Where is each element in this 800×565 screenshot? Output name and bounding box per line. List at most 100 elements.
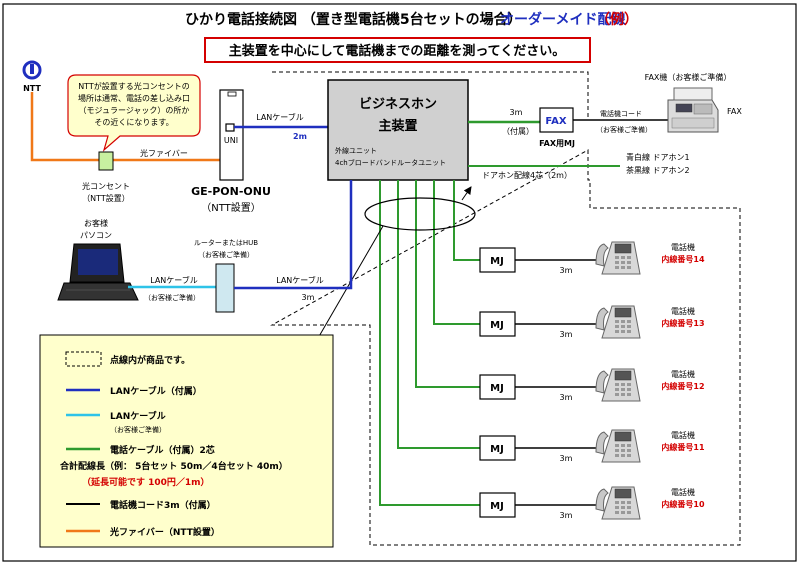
legend-total-length: 合計配線長（例： 5台セット 50m／4台セット 40m） — [60, 460, 288, 472]
phone-extension: 内線番号13 — [661, 318, 704, 328]
phone-rows: MJ3m電話機内線番号14MJ3m電話機内線番号13MJ3m電話機内線番号12M… — [479, 241, 705, 520]
phone-extension: 内線番号11 — [661, 442, 705, 452]
mj-box — [479, 374, 516, 400]
callout-line-3: （モジュラージャック）の所か — [79, 105, 190, 115]
callout-line-4: その近くになります。 — [94, 117, 173, 127]
phone-name: 電話機 — [671, 487, 695, 497]
mj-label: MJ — [490, 383, 504, 394]
onu-device: UNI GE-PON-ONU （NTT設置） — [191, 89, 271, 214]
pc-label-1: お客様 — [84, 218, 108, 228]
lan-router-label: LANケーブル — [276, 275, 324, 285]
router-hub-box — [215, 263, 235, 313]
phone-cord-length: 3m — [560, 393, 573, 402]
legend-dotted: 点線内が商品です。 — [110, 354, 190, 366]
mj-label: MJ — [490, 444, 504, 455]
outlet-callout: NTTが設置する光コンセントの 場所は通常、電話の差し込み口 （モジュラージャッ… — [67, 74, 201, 152]
ntt-label: NTT — [23, 84, 41, 93]
phone-name: 電話機 — [671, 242, 695, 252]
main-unit-sub-2: 4chブロードバンドルータユニット — [335, 158, 446, 167]
fax-cord-owner: （お客様ご準備） — [596, 125, 652, 134]
mj-box — [479, 247, 516, 273]
phone-cord-length: 3m — [560, 511, 573, 520]
cable-bundle-ellipse — [364, 197, 476, 231]
router-label-2: （お客様ご準備） — [198, 250, 254, 259]
legend-lan-customer-owner: （お客様ご準備） — [110, 425, 166, 434]
title-paren: （例） — [596, 11, 638, 28]
ntt-logo-icon — [22, 60, 42, 80]
telephone-icon — [595, 486, 641, 520]
fax-machine-label: FAX機（お客様ご準備） — [645, 72, 732, 82]
onu-port-label: UNI — [224, 136, 238, 145]
fax-mj-label: FAX用MJ — [539, 139, 575, 148]
title-sub: オーダーメイド配線 — [500, 11, 625, 28]
lan-cable-router — [234, 180, 353, 290]
fiber-line-ntt — [30, 92, 100, 162]
callout-line-1: NTTが設置する光コンセントの — [78, 81, 190, 91]
phone-extension: 内線番号12 — [661, 381, 704, 391]
phone-name: 電話機 — [671, 369, 695, 379]
phone-cord-length: 3m — [560, 454, 573, 463]
optical-outlet — [98, 151, 114, 171]
fax-attached: （付属） — [502, 126, 534, 136]
doorphone-line-2: 茶黒線 ドアホン2 — [626, 165, 690, 175]
outer-frame — [2, 3, 797, 562]
legend-extension: （延長可能です 100円／1m） — [82, 476, 210, 488]
callout-line-2: 場所は通常、電話の差し込み口 — [78, 93, 190, 103]
phone-extension: 内線番号14 — [661, 254, 705, 264]
fax-side-label: FAX — [727, 107, 742, 116]
legend-lan-customer: LANケーブル — [110, 410, 166, 422]
phone-name: 電話機 — [671, 306, 695, 316]
fax-mj-box — [539, 107, 574, 133]
doorphone-line-1: 青白線 ドアホン1 — [626, 152, 690, 162]
title-main: ひかり電話接続図 （置き型電話機5台セットの場合） — [185, 11, 522, 28]
legend-lan-attached: LANケーブル（付属） — [110, 385, 202, 397]
laptop-icon — [57, 243, 139, 301]
main-unit: ビジネスホン 主装置 外線ユニット 4chブロードバンドルータユニット — [327, 79, 469, 181]
main-unit-line-1: ビジネスホン — [359, 96, 437, 112]
doorphone-wire-label: ドアホン配線4芯（2m） — [482, 170, 572, 180]
telephone-icon — [595, 368, 641, 402]
fax-cord-label: 電話機コード — [600, 109, 642, 118]
phone-cord-length: 3m — [560, 330, 573, 339]
fax-length: 3m — [510, 108, 523, 117]
mj-box — [479, 492, 516, 518]
mj-label: MJ — [490, 501, 504, 512]
lan-pc-owner: （お客様ご準備） — [144, 293, 200, 302]
phone-extension: 内線番号10 — [661, 499, 705, 509]
pc-label-2: パソコン — [80, 231, 112, 240]
router-label-1: ルーターまたはHUB — [194, 238, 258, 247]
optical-outlet-label-2: （NTT設置） — [82, 193, 130, 203]
banner-text: 主装置を中心にして電話機までの距離を測ってください。 — [229, 43, 566, 59]
ntt-logo: NTT — [22, 60, 42, 93]
mj-label: MJ — [490, 320, 504, 331]
fax-box-label: FAX — [545, 116, 566, 127]
lan-pc-label: LANケーブル — [150, 275, 198, 285]
fax-machine-icon — [667, 87, 719, 133]
legend-fiber: 光ファイバー（NTT設置） — [109, 526, 220, 538]
main-unit-line-2: 主装置 — [378, 118, 417, 134]
legend: 点線内が商品です。 LANケーブル（付属） LANケーブル （お客様ご準備） 電… — [39, 334, 334, 548]
phone-name: 電話機 — [671, 430, 695, 440]
banner-box — [204, 37, 591, 63]
legend-cord: 電話機コード3m（付属） — [110, 499, 216, 511]
phone-cables — [379, 180, 480, 506]
lan-top-length: 2m — [293, 132, 307, 141]
telephone-icon — [595, 241, 641, 275]
telephone-icon — [595, 429, 641, 463]
phone-cord-length: 3m — [560, 266, 573, 275]
optical-outlet-label-1: 光コンセント — [82, 181, 130, 191]
uni-port — [225, 123, 235, 132]
lan-top-label: LANケーブル — [256, 112, 304, 122]
legend-phone-cable: 電話ケーブル（付属）2芯 — [110, 444, 215, 456]
onu-owner: （NTT設置） — [201, 201, 261, 214]
product-area-dashed — [270, 71, 741, 546]
ellipse-arrow-up — [461, 186, 472, 201]
onu-name: GE-PON-ONU — [191, 185, 271, 198]
main-unit-sub-1: 外線ユニット — [335, 146, 377, 155]
mj-label: MJ — [490, 256, 504, 267]
